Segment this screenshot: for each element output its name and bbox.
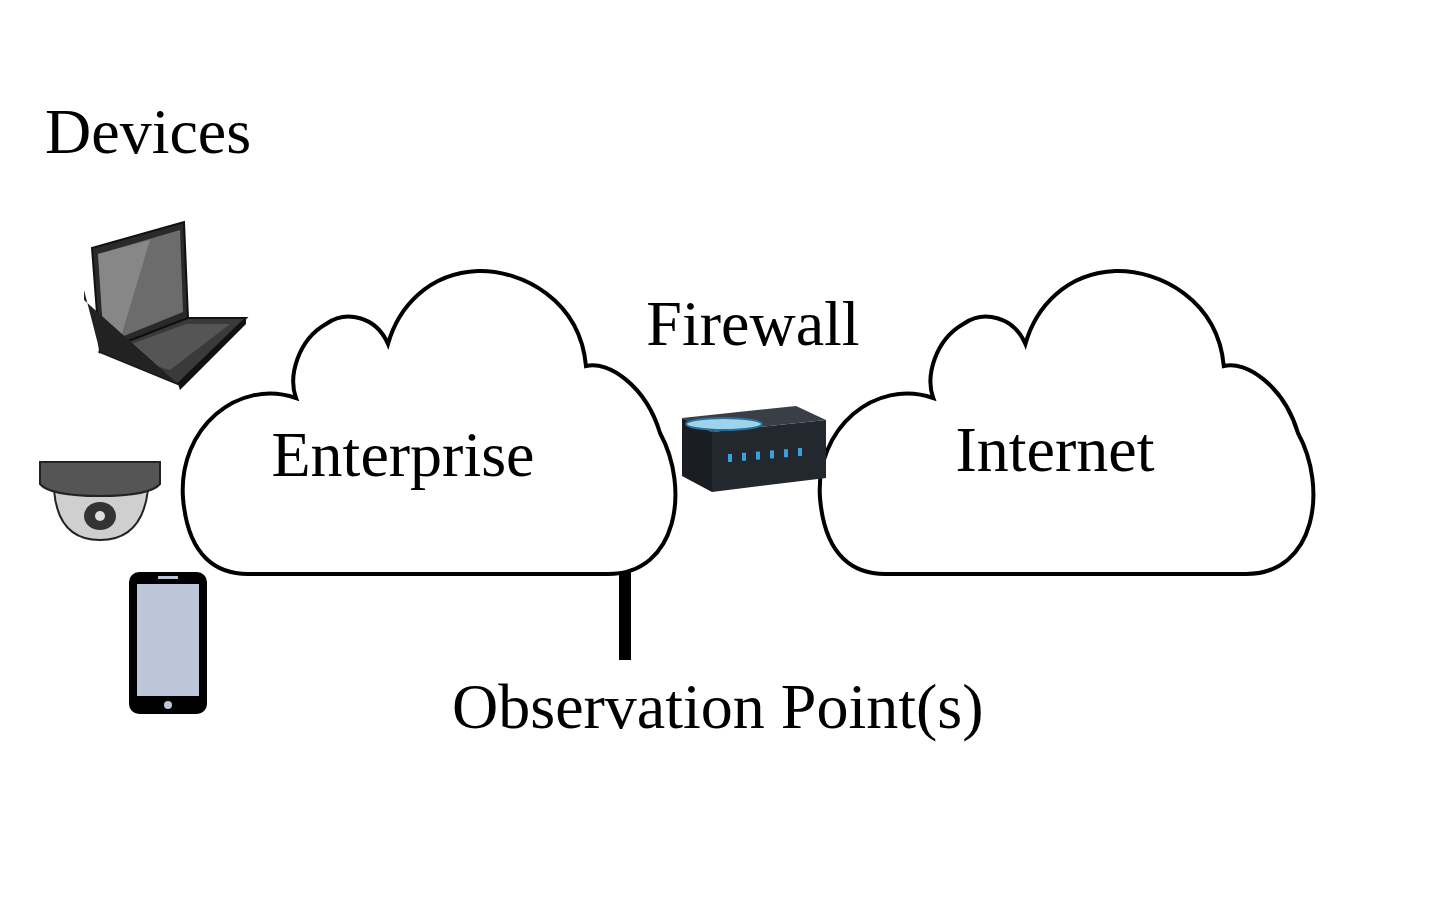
camera-icon — [40, 462, 160, 540]
device-label: Firewall — [646, 292, 859, 356]
internet-cloud: Internet — [815, 268, 1320, 578]
firewall-box-icon — [676, 396, 836, 506]
firewall-device: Firewall — [628, 292, 878, 502]
group-label: Devices — [45, 100, 251, 164]
observation-label: Observation Point(s) — [452, 675, 984, 739]
phone-icon — [129, 572, 207, 714]
enterprise-cloud: Enterprise — [178, 268, 682, 578]
laptop-icon — [84, 222, 246, 390]
cloud-label: Internet — [956, 418, 1155, 482]
cloud-label: Enterprise — [272, 423, 535, 487]
